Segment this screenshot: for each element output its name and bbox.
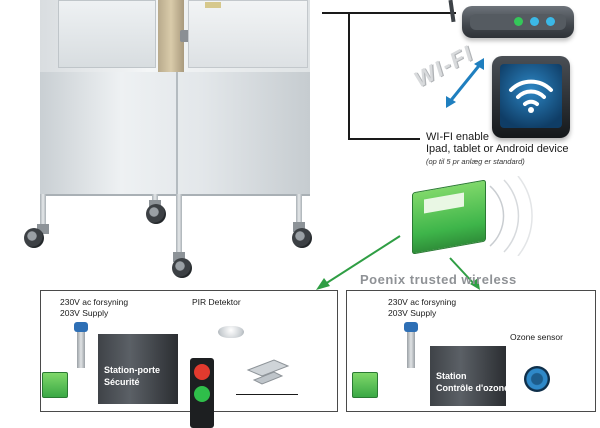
wifi-double-arrow-icon xyxy=(446,58,484,108)
supply-label-line1: 230V ac forsyning xyxy=(60,297,129,307)
supply-label-line2: 203V Supply xyxy=(388,308,437,318)
cabinet-leg xyxy=(176,194,182,254)
pir-detector-icon xyxy=(218,326,244,338)
wireless-arrows xyxy=(316,235,480,290)
connector-line xyxy=(348,12,350,140)
wifi-signal-icon xyxy=(509,79,553,113)
supply-label-line1: 230V ac forsyning xyxy=(388,297,457,307)
station-title-line2: Contrôle d'ozone xyxy=(436,383,510,393)
connector-line xyxy=(348,138,420,140)
caster xyxy=(293,222,305,232)
cabinet-body xyxy=(40,72,310,196)
supply-label-line2: 203V Supply xyxy=(60,308,109,318)
connector-line xyxy=(322,12,350,14)
traffic-light-icon xyxy=(190,358,214,428)
cabinet-leg xyxy=(40,194,46,234)
tablet-screen xyxy=(500,64,562,128)
wheel xyxy=(24,228,44,248)
device-note: (op til 5 pr anlæg er standard) xyxy=(426,157,525,166)
caster xyxy=(37,224,49,234)
wifi-enable-text: WI-FI enable xyxy=(426,131,489,143)
connector-line xyxy=(348,12,456,14)
supply-sensor-body xyxy=(77,332,85,368)
door-station-panel xyxy=(40,290,338,412)
device-text: Ipad, tablet or Android device xyxy=(426,143,569,155)
cabinet-fold xyxy=(176,72,178,194)
wireless-label: Poenix trusted wireless xyxy=(360,272,517,287)
wheel xyxy=(292,228,312,248)
traffic-light-green xyxy=(194,386,210,402)
station-title-line1: Station-porte xyxy=(104,365,160,375)
cabinet-tag xyxy=(205,2,221,8)
wireless-module-icon xyxy=(42,372,68,398)
caster xyxy=(173,252,185,262)
ozone-cabinet xyxy=(0,0,330,290)
cabinet-door-left xyxy=(58,0,156,68)
signal-waves-icon xyxy=(489,176,533,256)
traffic-light-red xyxy=(194,364,210,380)
connector-line xyxy=(236,394,298,395)
router-led xyxy=(514,17,523,26)
pir-detector-label: PIR Detektor xyxy=(192,297,241,307)
ozone-sensor-icon xyxy=(524,366,550,392)
station-title-line2: Sécurité xyxy=(104,377,140,387)
cabinet-handle xyxy=(158,0,184,72)
cabinet-door-right xyxy=(188,0,308,68)
door-contact-icon xyxy=(246,359,290,385)
wheel xyxy=(172,258,192,278)
wireless-module-icon xyxy=(352,372,378,398)
ozone-sensor-label: Ozone sensor xyxy=(510,332,563,342)
supply-sensor-icon xyxy=(74,322,88,332)
ozone-station-cabinet xyxy=(430,346,506,406)
supply-sensor-icon xyxy=(404,322,418,332)
cabinet-leg xyxy=(296,194,302,224)
router-led xyxy=(546,17,555,26)
door-station-cabinet xyxy=(98,334,178,404)
supply-sensor-body xyxy=(407,332,415,368)
router-led xyxy=(530,17,539,26)
wheel xyxy=(146,204,166,224)
cabinet-latch xyxy=(180,30,190,42)
station-title-line1: Station xyxy=(436,371,467,381)
